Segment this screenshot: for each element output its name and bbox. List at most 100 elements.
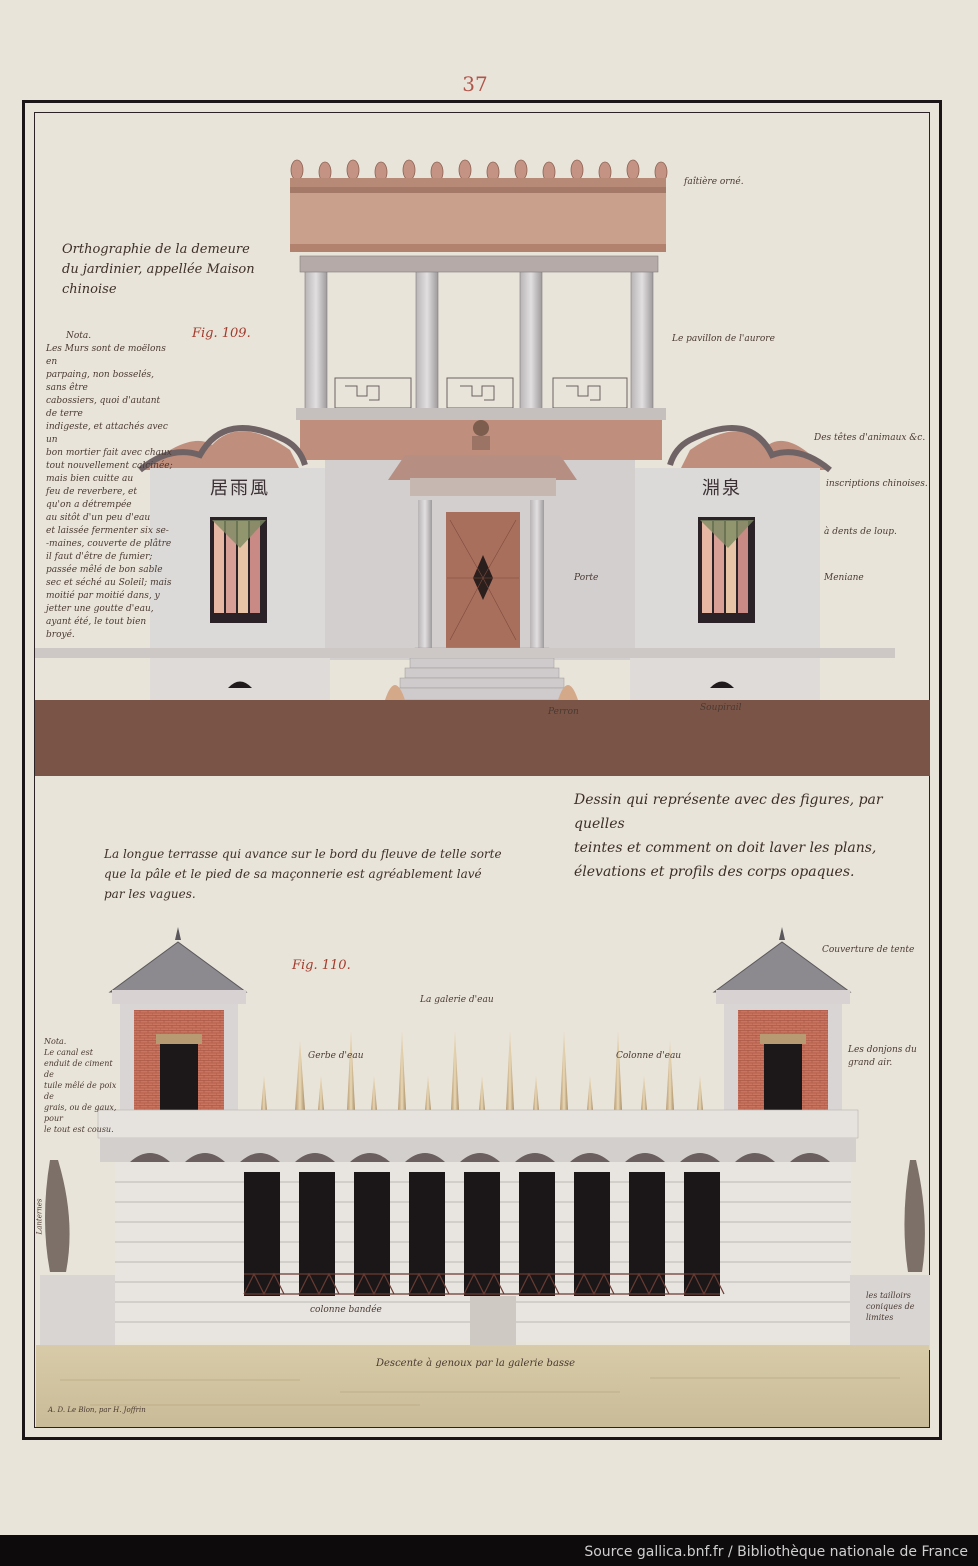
porch-entablature — [410, 478, 556, 496]
note-line: Les Murs sont de moëlons en — [46, 344, 166, 367]
fig110-intro-line: par les vagues. — [104, 887, 196, 901]
artist-signature: A. D. Le Blon, par H. Joffrin — [48, 1406, 146, 1414]
right-gable-crest — [667, 425, 832, 473]
note-line: enduit de ciment de — [44, 1059, 113, 1079]
label-descent: Descente à genoux par la galerie basse — [376, 1358, 576, 1369]
porch-roof — [388, 455, 577, 480]
note-line: indigeste, et attachés avec un — [46, 422, 168, 445]
note-line: qu'on a détrempée — [46, 500, 132, 510]
fig109-title-line: chinoise — [62, 282, 117, 297]
door-rays — [447, 519, 519, 641]
note-line: au sitôt d'un peu d'eau — [46, 513, 151, 523]
arcade-openings — [244, 1172, 720, 1296]
note-line: passée mêlé de bon sable — [46, 565, 163, 575]
mask-ornament — [472, 420, 490, 450]
note-line: grais, ou de gaux, pour — [44, 1103, 117, 1123]
left-stair-block — [40, 1275, 115, 1350]
fig109-label: Fig. 109. — [192, 326, 251, 341]
note-line: ayant été, le tout bien broyé. — [46, 617, 147, 640]
left-urn — [45, 1160, 70, 1272]
label-gallery: La galerie d'eau — [420, 995, 494, 1005]
note-line: le tout est cousu. — [44, 1125, 114, 1134]
left-plinth — [150, 658, 330, 700]
note-line: mais bien cuitte au — [46, 474, 134, 484]
left-gable — [142, 431, 300, 470]
label-roof-cover: Couverture de tente — [822, 945, 915, 955]
label-vent: Soupirail — [700, 703, 742, 713]
left-turret — [108, 927, 248, 1112]
water-ripples — [60, 1377, 900, 1406]
label-door: Porte — [574, 573, 599, 583]
river-water — [36, 1345, 929, 1427]
left-lion — [385, 685, 405, 700]
right-window — [698, 517, 755, 623]
label-pavilion: Le pavillon de l'aurore — [672, 334, 775, 344]
left-gable-crest — [138, 425, 308, 473]
page-number: 37 — [462, 72, 488, 96]
right-plinth — [630, 658, 820, 700]
label-cones: les tailloirs coniques de limites — [866, 1291, 915, 1322]
porch-column-left — [418, 500, 432, 648]
note-line: parpaing, non bosselés, sans être — [46, 370, 155, 393]
source-credit: Source gallica.bnf.fr / Bibliothèque nat… — [584, 1544, 968, 1560]
label-roof-ridge: faîtière orné. — [684, 177, 744, 187]
note-line: cabossiers, quoi d'autant de terre — [46, 396, 161, 419]
note-line: moitié par moitié dans, y — [46, 591, 160, 601]
label-cornice-ornaments: Des têtes d'animaux &c. — [814, 433, 926, 443]
label-mezzanine: Meniane — [824, 573, 864, 583]
fig109-house-elevation — [35, 159, 930, 776]
label-turrets: Les donjons du grand air. — [848, 1045, 917, 1068]
note-line: Le canal est — [44, 1048, 93, 1057]
label-wolf-teeth: à dents de loup. — [824, 527, 897, 537]
frieze-arches — [130, 1153, 830, 1162]
note-line: et laissée fermenter six se- — [46, 526, 169, 536]
ground-band — [35, 700, 930, 776]
right-turret — [712, 927, 852, 1112]
fig109-title-line: du jardinier, appellée Maison — [62, 262, 255, 277]
footer-bar: Source gallica.bnf.fr / Bibliothèque nat… — [0, 1537, 978, 1566]
pavilion-floor — [296, 408, 666, 420]
fig110-terrace-elevation — [36, 927, 930, 1427]
pavilion-roof — [290, 159, 668, 252]
pavilion-balustrade — [334, 377, 628, 409]
caption-line: teintes et comment on doit laver les pla… — [574, 840, 877, 856]
fig110-intro: La longue terrasse qui avance sur le bor… — [104, 844, 544, 904]
fig110-intro-line: que la pâle et le pied de sa maçonnerie … — [104, 867, 482, 881]
note-line: bon mortier fait avec chaux — [46, 448, 172, 458]
fig109-title: Orthographie de la demeure du jardinier,… — [62, 240, 272, 300]
note-line: tout nouvellement calcinée; — [46, 461, 173, 471]
arcade-railings — [243, 1272, 725, 1296]
right-stair-block — [850, 1275, 930, 1350]
label-banded-column: colonne bandée — [310, 1305, 382, 1315]
left-window — [210, 517, 267, 623]
fig110-note: Nota. Le canal est enduit de ciment de t… — [44, 1036, 122, 1135]
note-line: sec et séché au Soleil; mais — [46, 578, 172, 588]
central-descent-steps — [470, 1296, 516, 1348]
label-urns: Lanternes — [35, 1198, 44, 1235]
porch-column-right — [530, 500, 544, 648]
fig110-label: Fig. 110. — [292, 958, 351, 973]
outer-frame — [22, 100, 942, 1440]
fountain-jets — [261, 1030, 703, 1110]
caption-line: Dessin qui représente avec des figures, … — [574, 792, 883, 832]
fig109-note: Nota. Les Murs sont de moëlons en parpai… — [46, 330, 174, 642]
right-lion — [558, 685, 578, 700]
note-line: jetter une goutte d'eau, — [46, 604, 154, 614]
terrace-parapet — [97, 1109, 859, 1139]
left-chinese-inscription: 居雨風 — [210, 478, 270, 499]
pavilion-columns — [299, 255, 659, 411]
right-urn — [904, 1160, 925, 1272]
plinth-top — [35, 648, 895, 658]
plate-caption: Dessin qui représente avec des figures, … — [574, 788, 924, 884]
label-steps: Perron — [548, 707, 579, 717]
right-vent — [710, 681, 734, 688]
left-vent — [228, 681, 252, 688]
label-water-column: Colonne d'eau — [616, 1051, 682, 1061]
fig109-title-line: Orthographie de la demeure — [62, 242, 250, 257]
caption-line: élevations et profils des corps opaques. — [574, 864, 855, 880]
note-line: Nota. — [44, 1037, 67, 1046]
note-line: il faut d'être de fumier; — [46, 552, 153, 562]
fig110-intro-line: La longue terrasse qui avance sur le bor… — [104, 847, 502, 861]
fig109-note-heading: Nota. — [66, 331, 92, 341]
